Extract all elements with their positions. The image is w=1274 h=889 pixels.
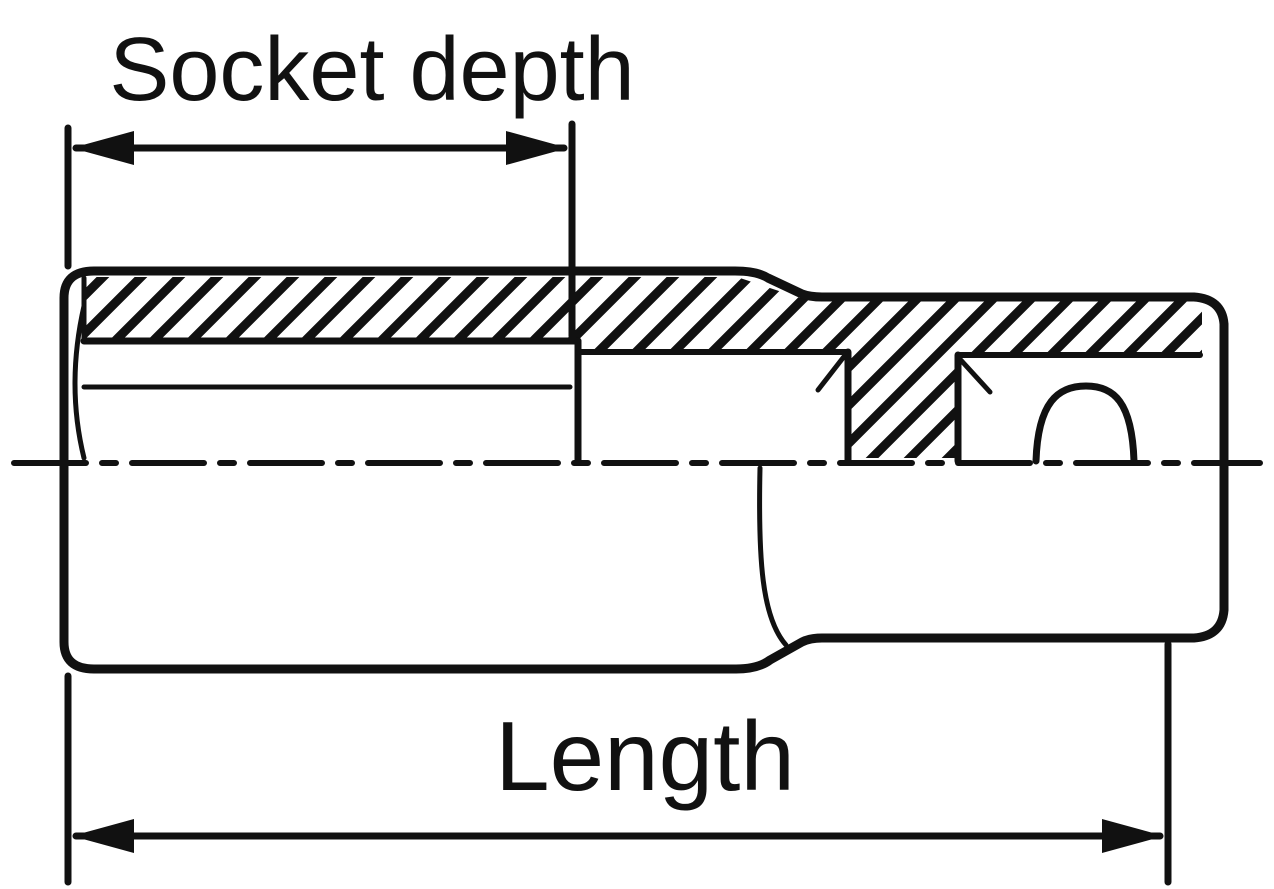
arrowhead-left-icon: [72, 819, 134, 853]
length-label: Length: [495, 701, 795, 811]
socket-depth-label: Socket depth: [109, 20, 634, 120]
socket-body: [59, 266, 1229, 674]
bore-chamfer-right-line: [955, 354, 993, 395]
body-step-line: [757, 465, 789, 648]
length-dimension: Length: [64, 640, 1172, 886]
detent-groove-outline: [1032, 382, 1138, 465]
socket-outline: [59, 266, 1229, 674]
arrowhead-right-icon: [1102, 819, 1164, 853]
arrowhead-right-icon: [506, 131, 568, 165]
bore-chamfer-left-line: [815, 351, 849, 393]
opening-chamfer-arc: [72, 303, 87, 461]
arrowhead-left-icon: [72, 131, 134, 165]
socket-depth-dimension: Socket depth: [64, 20, 635, 340]
section-hatch-area: [84, 277, 1202, 458]
